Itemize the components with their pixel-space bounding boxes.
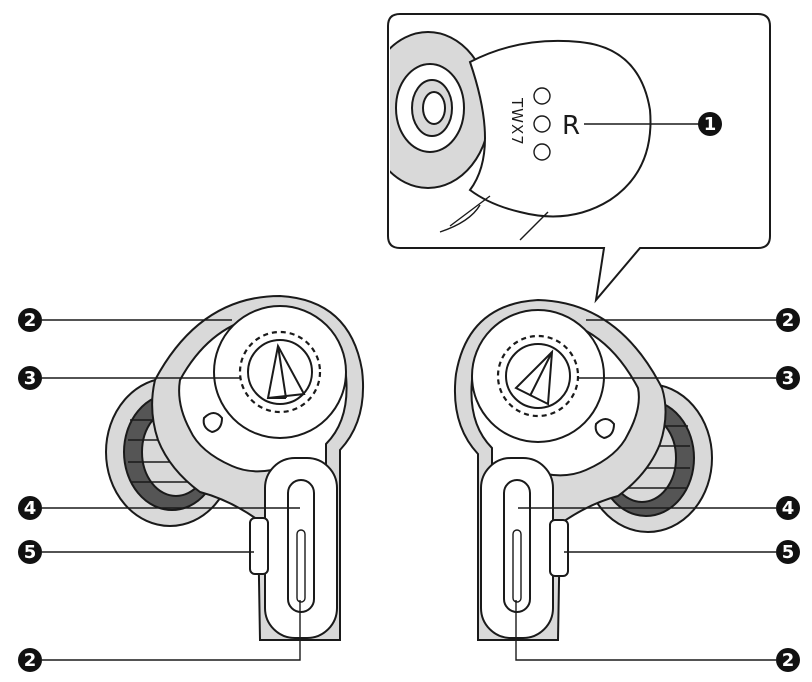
left-callouts: 2 3 4 5 2 xyxy=(18,308,301,672)
callout-logo-left: 3 xyxy=(18,366,42,390)
inset-sensor-dot-3 xyxy=(533,143,551,161)
right-logo-icon xyxy=(514,349,554,406)
callout-touch-area-bottom-right: 2 xyxy=(776,648,800,672)
svg-text:2: 2 xyxy=(782,650,795,671)
callout-led-right: 4 xyxy=(776,496,800,520)
left-logo-icon xyxy=(266,343,306,400)
right-earbud xyxy=(453,298,713,641)
right-logo-ring xyxy=(496,334,580,418)
callout-mic-right: 5 xyxy=(776,540,800,564)
inset-model-text: TWX7 xyxy=(508,97,526,146)
callout-touch-area-bottom-left: 2 xyxy=(18,648,42,672)
callout-logo-right: 3 xyxy=(776,366,800,390)
callout-led-left: 4 xyxy=(18,496,42,520)
svg-text:5: 5 xyxy=(24,542,37,563)
callout-touch-area-top-left: 2 xyxy=(18,308,42,332)
inset-sensor-dot-1 xyxy=(533,87,551,105)
inset-zoom: TWX7 R 1 xyxy=(387,13,771,304)
inset-earbud-body xyxy=(468,39,652,218)
callout-mic-left: 5 xyxy=(18,540,42,564)
svg-text:1: 1 xyxy=(704,114,717,135)
svg-text:5: 5 xyxy=(782,542,795,563)
left-earbud xyxy=(105,294,365,641)
svg-text:2: 2 xyxy=(24,310,37,331)
right-mic xyxy=(549,519,569,577)
svg-text:4: 4 xyxy=(24,498,37,519)
inset-side-letter: R xyxy=(562,111,580,141)
callout-touch-area-top-right: 2 xyxy=(776,308,800,332)
right-callouts: 2 3 4 5 2 xyxy=(515,308,800,672)
inset-sensor-dot-2 xyxy=(533,115,551,133)
svg-text:2: 2 xyxy=(24,650,37,671)
svg-text:3: 3 xyxy=(782,368,795,389)
svg-text:3: 3 xyxy=(24,368,37,389)
svg-text:2: 2 xyxy=(782,310,795,331)
left-logo-ring xyxy=(238,330,322,414)
svg-text:4: 4 xyxy=(782,498,795,519)
callout-side-indicator: 1 xyxy=(698,112,722,136)
left-mic xyxy=(249,517,269,575)
